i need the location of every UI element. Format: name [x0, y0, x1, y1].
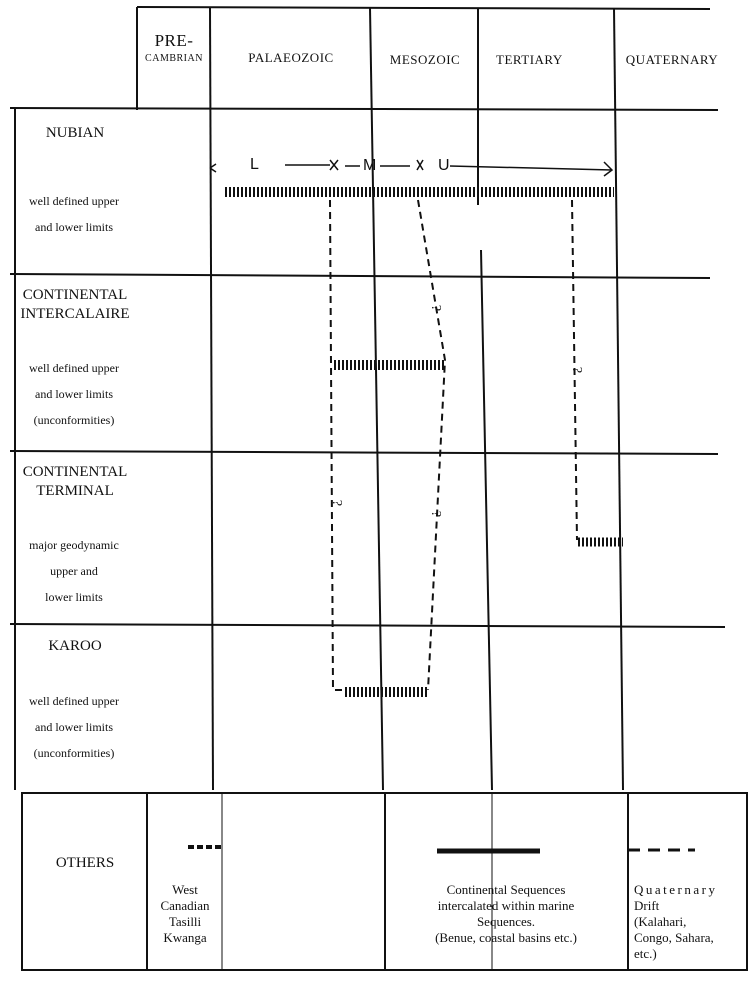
header-tertiary: TERTIARY	[496, 52, 563, 67]
table-top-border	[136, 6, 711, 10]
dashed-range-line	[571, 199, 578, 541]
row-desc-nubian: well defined upper and lower limits	[10, 188, 138, 240]
header-palaeozoic: PALAEOZOIC	[248, 50, 334, 65]
note-line: Continental Sequences	[446, 882, 566, 897]
desc-line: and lower limits	[35, 720, 113, 734]
nubian-range-arrow	[209, 159, 614, 177]
note-line: intercalated within marine	[437, 898, 575, 913]
header-cambrian: CAMBRIAN	[145, 53, 203, 64]
others-precambrian-note: West Canadian Tasilli Kwanga	[148, 882, 222, 946]
desc-line: and lower limits	[35, 387, 113, 401]
note-line: (Kalahari,	[634, 914, 687, 929]
note-line: West	[172, 882, 198, 897]
desc-line: well defined upper	[29, 361, 119, 375]
row-label-nubian: NUBIAN	[45, 125, 105, 141]
nubian-lower-label: L	[250, 156, 259, 173]
desc-line: (unconformities)	[33, 413, 115, 427]
nubian-upper-label: U	[438, 157, 450, 174]
header-pre: PRE-	[154, 31, 194, 50]
others-label: OTHERS	[55, 855, 115, 871]
header-mesozoic: MESOZOIC	[389, 52, 461, 67]
uncertain-mark: ?	[569, 366, 585, 374]
note-line: Quaternary	[634, 882, 718, 897]
row-divider	[9, 273, 711, 279]
note-line: Sequences.	[476, 914, 536, 929]
row-desc-ct: major geodynamic upper and lower limits	[10, 532, 138, 610]
header-bottom-border	[9, 107, 719, 111]
column-line-mesozoic	[369, 7, 384, 791]
header-precambrian: PRE- CAMBRIAN	[140, 32, 208, 68]
uncertain-mark: ?	[428, 510, 444, 518]
row-divider	[9, 450, 719, 455]
note-line: etc.)	[634, 946, 657, 961]
uncertain-mark: ?	[329, 499, 345, 507]
note-line: Kwanga	[163, 930, 207, 945]
uncertain-mark: ?	[428, 304, 444, 312]
row-divider	[9, 623, 726, 628]
row-desc-ci: well defined upper and lower limits (unc…	[10, 355, 138, 433]
desc-line: lower limits	[45, 590, 103, 604]
column-line-palaeozoic	[209, 7, 214, 791]
column-line-tertiary-lower	[480, 249, 493, 791]
column-line-quaternary	[613, 7, 624, 791]
header-quaternary: QUATERNARY	[625, 52, 719, 67]
desc-line: and lower limits	[35, 220, 113, 234]
note-line: Congo, Sahara,	[634, 930, 714, 945]
row-label-karoo: KAROO	[48, 638, 102, 654]
row-label-continental-intercalaire: CONTINENTAL INTERCALAIRE	[20, 287, 130, 322]
note-line: Drift	[634, 898, 660, 913]
desc-line: (unconformities)	[33, 746, 115, 760]
desc-line: well defined upper	[29, 194, 119, 208]
row-label-continental-terminal: CONTINENTAL TERMINAL	[22, 464, 128, 499]
desc-line: upper and	[50, 564, 98, 578]
nubian-middle-label: M	[363, 157, 377, 174]
row-desc-karoo: well defined upper and lower limits (unc…	[10, 688, 138, 766]
note-line: (Benue, coastal basins etc.)	[435, 930, 577, 945]
desc-line: major geodynamic	[29, 538, 119, 552]
others-quaternary-note: Quaternary Drift (Kalahari, Congo, Sahar…	[634, 882, 746, 962]
dashed-range-line	[329, 199, 345, 691]
dashed-range-line	[417, 199, 447, 691]
others-mesozoic-note: Continental Sequences intercalated withi…	[395, 882, 617, 946]
note-line: Canadian	[160, 898, 210, 913]
note-line: Tasilli	[168, 914, 202, 929]
desc-line: well defined upper	[29, 694, 119, 708]
